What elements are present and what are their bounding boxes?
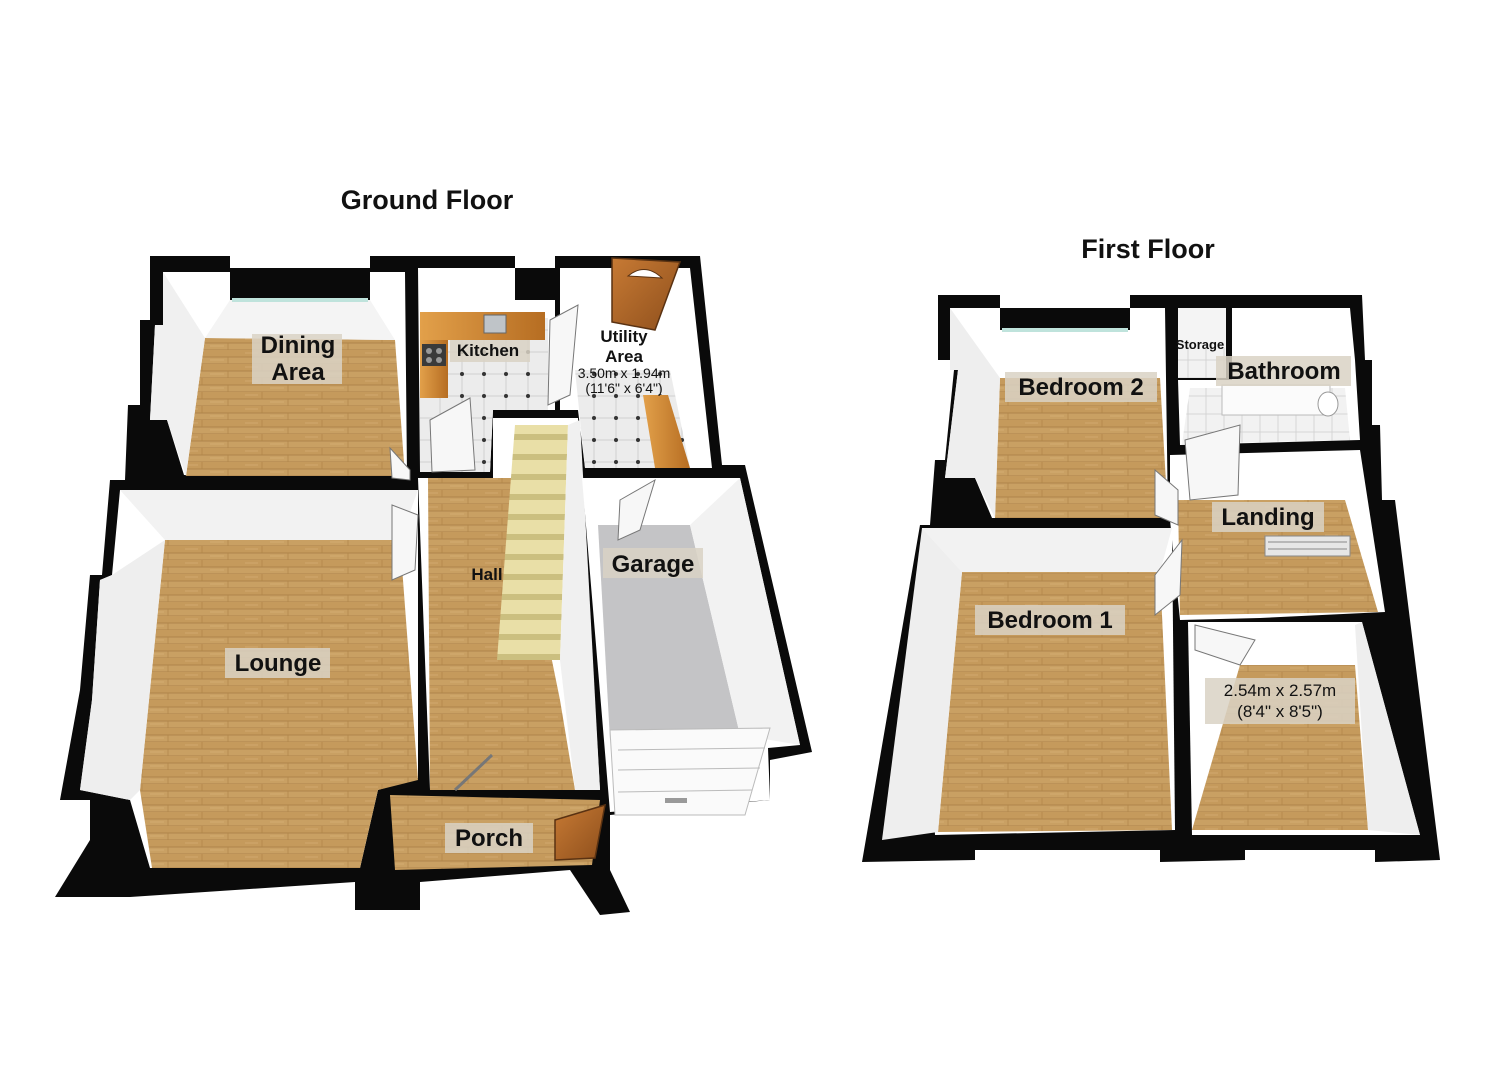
kitchen-label: Kitchen — [457, 341, 519, 360]
bath-icon — [1221, 384, 1331, 416]
first-floor-title: First Floor — [1081, 234, 1215, 264]
utility-area-room — [560, 257, 712, 468]
bathroom-door-icon — [1184, 424, 1241, 501]
washbasin-icon — [1317, 391, 1339, 417]
storage-label: Storage — [1176, 337, 1224, 352]
staircase-icon — [497, 425, 568, 660]
utility-door-icon — [547, 304, 579, 406]
first-floor: First Floor — [862, 234, 1440, 862]
dining-area-label-line1: Dining — [261, 332, 336, 359]
bathroom-label: Bathroom — [1227, 358, 1340, 385]
utility-area-label-line2: Area — [605, 347, 643, 366]
ground-floor-title: Ground Floor — [341, 185, 514, 215]
porch-label: Porch — [455, 825, 523, 852]
hob-icon — [422, 344, 446, 366]
hall-room — [418, 418, 600, 790]
bedroom-2-label: Bedroom 2 — [1018, 374, 1143, 401]
bedroom-2-door-icon — [1154, 468, 1179, 526]
bedroom-1-room — [882, 528, 1175, 840]
landing-label: Landing — [1221, 504, 1314, 531]
towel-rail-icon — [1264, 535, 1351, 557]
bedroom-2-floor — [995, 378, 1168, 518]
bedroom-2-room — [945, 308, 1168, 518]
garage-label: Garage — [612, 551, 695, 578]
utility-area-label-line1: Utility — [600, 327, 648, 346]
bedroom-3-dimensions-metric: 2.54m x 2.57m — [1224, 681, 1336, 700]
bedroom-1-floor — [938, 572, 1172, 832]
bedroom-1-label: Bedroom 1 — [987, 607, 1112, 634]
garage-floor — [598, 525, 740, 740]
dining-door-icon — [389, 446, 411, 481]
utility-area-dimensions-metric: 3.50m x 1.94m — [578, 365, 671, 381]
bedroom-1-door-icon — [1154, 538, 1183, 617]
garage-door-icon — [609, 727, 771, 816]
garage-door-inner-icon — [617, 478, 656, 541]
lounge-door-icon — [391, 504, 419, 581]
dining-floor — [186, 338, 405, 476]
lounge-label: Lounge — [235, 650, 322, 677]
ground-floor: Ground Floor — [55, 185, 812, 915]
garage-room — [582, 478, 800, 816]
bedroom-3-door-icon — [1194, 624, 1256, 666]
lounge-room — [80, 490, 418, 868]
lounge-floor — [140, 540, 418, 868]
dining-area-label-line2: Area — [271, 359, 325, 386]
bedroom-3-dimensions-imperial: (8'4" x 8'5") — [1237, 702, 1323, 721]
hall-label: Hall — [471, 565, 502, 584]
porch-door-icon — [453, 753, 494, 792]
front-door-icon — [554, 803, 606, 861]
sink-icon — [483, 314, 507, 334]
kitchen-door-icon — [429, 397, 476, 473]
utility-area-dimensions-imperial: (11'6" x 6'4") — [585, 380, 662, 396]
kitchen-worktop — [420, 312, 545, 340]
